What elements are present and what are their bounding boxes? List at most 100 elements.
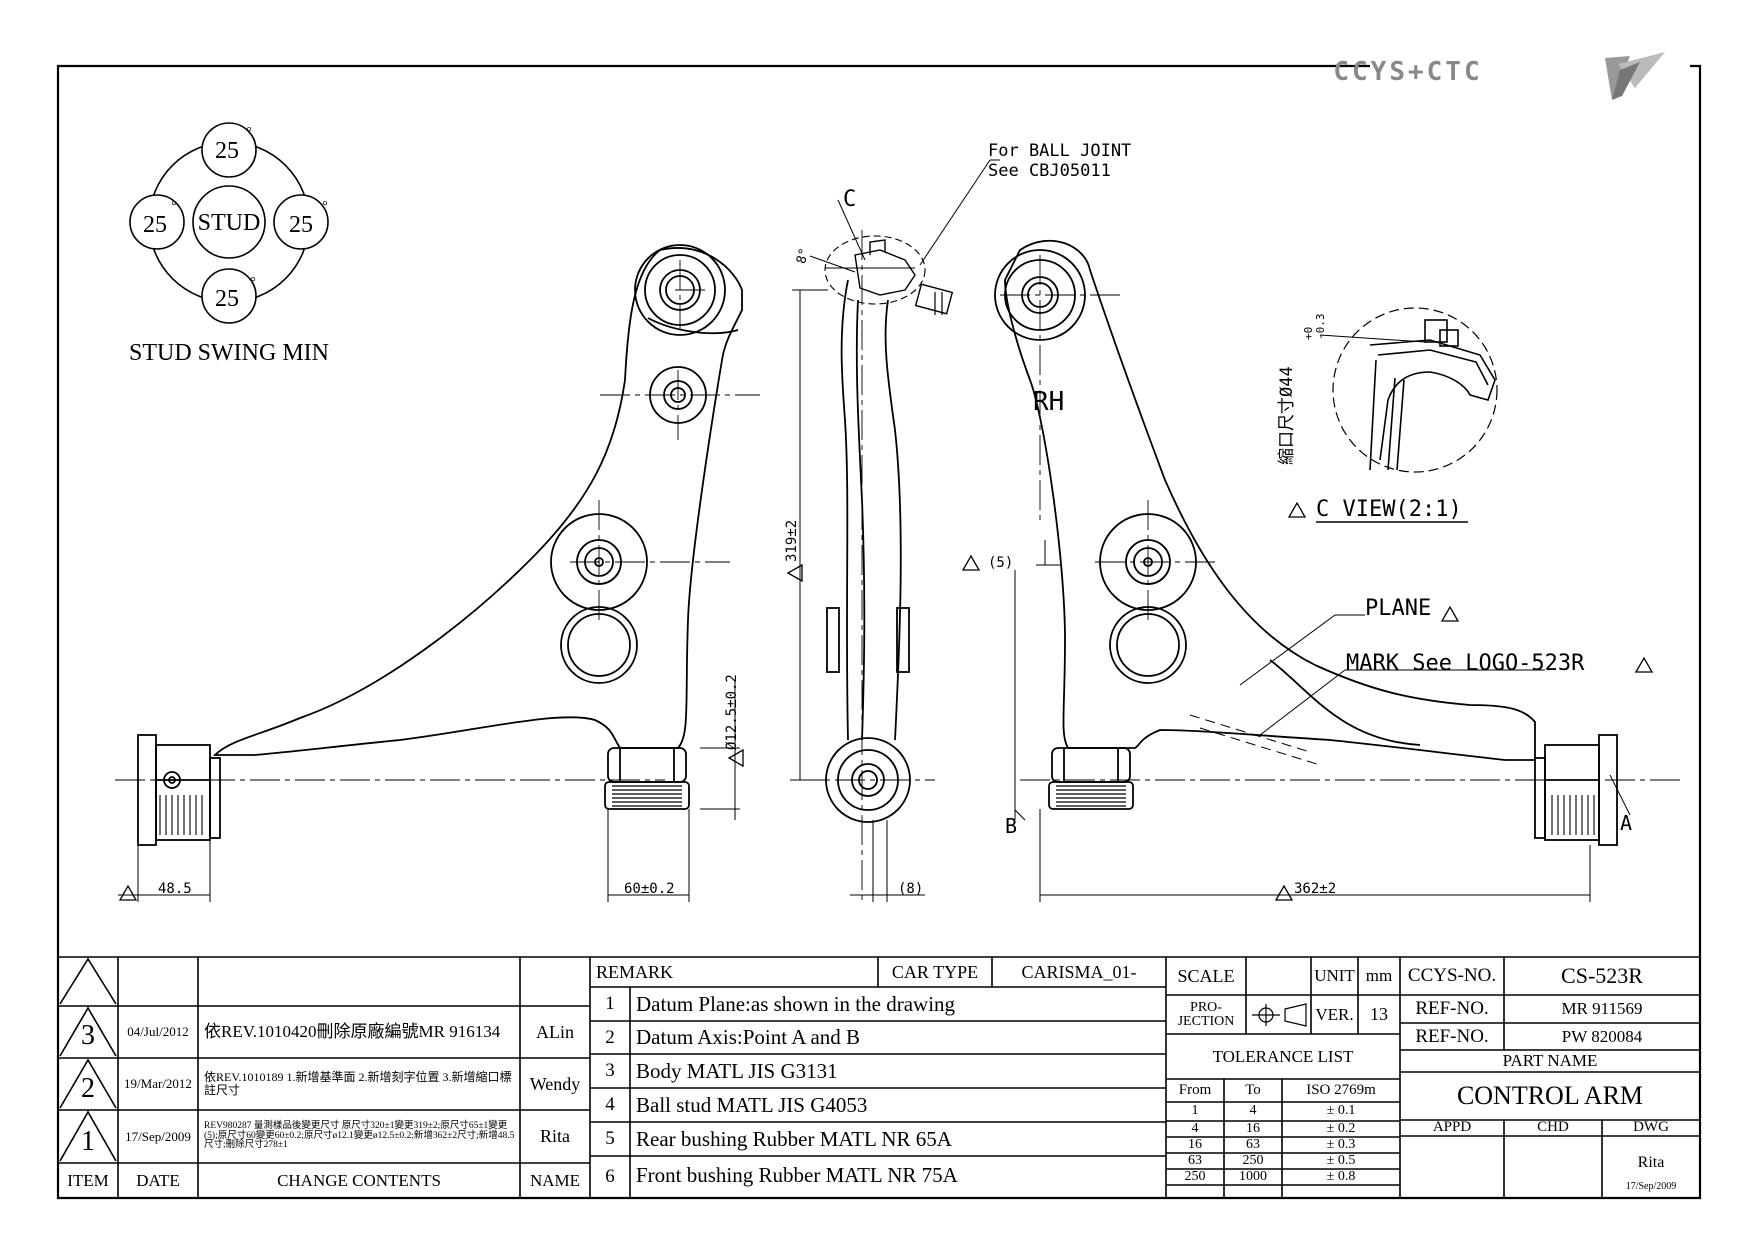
mark-label: MARK See LOGO-523R [1346, 651, 1585, 676]
scale-label: SCALE [1177, 965, 1235, 986]
tol-row-4-to: 250 [1242, 1153, 1264, 1168]
revision-1-name: Rita [540, 1126, 570, 1147]
remark-3-num: 3 [605, 1060, 615, 1082]
c-view-tol-minus: -0.3 [1314, 314, 1327, 341]
ver-value: 13 [1370, 1004, 1388, 1025]
dwg-date: 17/Sep/2009 [1625, 1180, 1677, 1192]
plane-label: PLANE [1365, 596, 1431, 621]
remark-1-text: Datum Plane:as shown in the drawing [636, 991, 956, 1016]
ver-label: VER. [1315, 1004, 1354, 1024]
revision-2-content: 依REV.1010189 1.新增基準面 2.新增刻字位置 3.新增縮口標註尺寸 [204, 1070, 512, 1097]
remark-2-text: Datum Axis:Point A and B [636, 1025, 861, 1050]
degree-symbol-top: ° [246, 125, 252, 140]
ccys-no-value: CS-523R [1561, 963, 1643, 989]
revision-2-date: 19/Mar/2012 [124, 1076, 192, 1092]
tol-row-1-to: 4 [1249, 1103, 1257, 1119]
tol-row-5-from: 250 [1184, 1169, 1206, 1184]
left-arm-view [115, 244, 760, 902]
tolerance-title: TOLERANCE LIST [1212, 1046, 1354, 1066]
datum-triangle-icons [118, 501, 1654, 901]
stud-angle-bottom: 25 [215, 286, 239, 312]
ball-joint-note-line2: See CBJ05011 [988, 161, 1111, 181]
tol-row-1-from: 1 [1191, 1103, 1199, 1119]
ref-no-label-2: REF-NO. [1415, 1025, 1489, 1047]
unit-label: UNIT [1314, 966, 1355, 986]
tol-row-2-from: 4 [1191, 1121, 1199, 1136]
part-name-label: PART NAME [1502, 1051, 1598, 1071]
tol-header-to: To [1245, 1081, 1261, 1098]
tol-row-4-value: ± 0.5 [1326, 1153, 1356, 1168]
stud-swing-diagram [129, 122, 329, 324]
remark-1-num: 1 [605, 993, 615, 1015]
dim-12-5: Ø12.5±0.2 [724, 674, 740, 750]
dim-48-5: 48.5 [158, 881, 192, 897]
remark-3-text: Body MATL JIS G3131 [636, 1058, 838, 1083]
ball-joint-note-line1: For BALL JOINT [988, 141, 1131, 161]
remark-4-text: Ball stud MATL JIS G4053 [636, 1092, 868, 1117]
revision-1-num: 1 [81, 1126, 95, 1158]
unit-value: mm [1365, 966, 1393, 986]
dwg-name: Rita [1637, 1153, 1665, 1171]
label-c: C [843, 187, 856, 212]
side-view [790, 159, 1000, 902]
dim-319: 319±2 [784, 520, 800, 562]
tol-row-3-from: 16 [1188, 1137, 1202, 1152]
c-view-dimension: 縮口尺寸Ø44 [1277, 366, 1297, 465]
label-rh: RH [1033, 387, 1064, 417]
stud-angle-right: 25 [289, 212, 313, 238]
ccys-no-label: CCYS-NO. [1407, 965, 1497, 987]
chd-label: CHD [1537, 1120, 1569, 1136]
degree-symbol-bottom: ° [250, 275, 256, 290]
dwg-label: DWG [1633, 1120, 1669, 1136]
c-view-title: C VIEW(2:1) [1316, 497, 1462, 522]
header-change-contents: CHANGE CONTENTS [277, 1170, 441, 1190]
part-name-value: CONTROL ARM [1456, 1081, 1644, 1111]
revision-3-date: 04/Jul/2012 [127, 1024, 189, 1040]
title-block-grid [58, 956, 1700, 1198]
tol-row-3-to: 63 [1246, 1137, 1260, 1152]
remark-5-num: 5 [605, 1128, 615, 1150]
dim-60: 60±0.2 [624, 881, 675, 897]
revision-2-name: Wendy [529, 1073, 581, 1094]
remark-6-num: 6 [605, 1166, 615, 1188]
revision-2-num: 2 [81, 1073, 95, 1105]
remark-5-text: Rear bushing Rubber MATL NR 65A [636, 1126, 952, 1151]
rh-arm-view [994, 239, 1680, 902]
brand-logo: CCYS+CTC [1333, 52, 1665, 100]
tol-header-from: From [1178, 1081, 1212, 1098]
stud-swing-caption: STUD SWING MIN [129, 340, 329, 366]
tol-row-5-to: 1000 [1239, 1169, 1267, 1184]
label-a: A [1620, 811, 1632, 835]
c-view-tol-plus: +0 [1302, 327, 1315, 340]
car-type-value: CARISMA_01- [1021, 961, 1137, 982]
dim-8: (8) [898, 881, 923, 897]
revision-1-content: REV980287 量測樣品後變更尺寸 原尺寸320±1變更319±2;原尺寸6… [204, 1120, 515, 1151]
revision-3-name: ALin [536, 1021, 574, 1042]
drawing-frame [56, 64, 1702, 1200]
brand-logo-text: CCYS+CTC [1333, 57, 1482, 87]
c-view-detail [1319, 307, 1498, 473]
remark-label: REMARK [596, 961, 674, 982]
stud-angle-top: 25 [215, 138, 239, 164]
revision-3-num: 3 [81, 1020, 95, 1052]
tol-row-2-to: 16 [1246, 1121, 1260, 1136]
tol-header-std: ISO 2769m [1306, 1081, 1376, 1098]
stud-label: STUD [198, 210, 261, 236]
tol-row-5-value: ± 0.8 [1326, 1169, 1356, 1184]
projection-label: PRO- JECTION [1177, 1000, 1235, 1029]
wing-logo-icon [1605, 52, 1665, 100]
revision-1-date: 17/Sep/2009 [125, 1128, 191, 1144]
dim-362: 362±2 [1294, 881, 1336, 897]
label-angle-8: 8° [794, 247, 813, 266]
remark-6-text: Front bushing Rubber MATL NR 75A [636, 1162, 958, 1187]
degree-symbol-right: ° [322, 199, 328, 214]
ref-no-label-1: REF-NO. [1415, 998, 1489, 1020]
remark-2-num: 2 [605, 1026, 615, 1048]
ref-no-value-2: PW 820084 [1561, 1026, 1643, 1046]
revision-3-content: 依REV.1010420刪除原廠編號MR 916134 [204, 1022, 501, 1042]
tol-row-3-value: ± 0.3 [1326, 1137, 1356, 1152]
ref-no-value-1: MR 911569 [1561, 999, 1643, 1019]
stud-angle-left: 25 [143, 212, 167, 238]
header-name: NAME [529, 1170, 581, 1190]
